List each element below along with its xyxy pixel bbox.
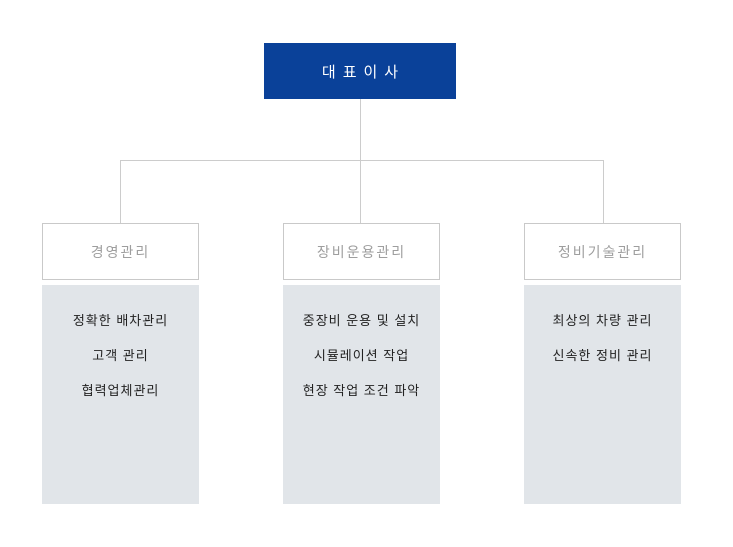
dept-panel-management: 정확한 배차관리 고객 관리 협력업체관리 [42, 285, 199, 504]
connector-horizontal [120, 160, 604, 161]
ceo-label: 대표이사 [321, 63, 406, 81]
dept-panel-equipment-operation: 중장비 운용 및 설치 시뮬레이션 작업 현장 작업 조건 파악 [283, 285, 440, 504]
connector-drop-right [603, 160, 604, 223]
dept-title: 경영관리 [90, 243, 151, 260]
dept-title: 정비기술관리 [557, 243, 648, 260]
dept-header-management: 경영관리 [42, 223, 199, 280]
dept-item: 시뮬레이션 작업 [313, 348, 410, 363]
dept-item: 협력업체관리 [81, 383, 160, 398]
dept-item: 중장비 운용 및 설치 [302, 313, 421, 328]
dept-header-maintenance-tech: 정비기술관리 [524, 223, 681, 280]
dept-item: 고객 관리 [92, 348, 149, 363]
dept-panel-maintenance-tech: 최상의 차량 관리 신속한 정비 관리 [524, 285, 681, 504]
dept-title: 장비운용관리 [316, 243, 407, 260]
connector-drop-center [360, 160, 361, 223]
connector-drop-left [120, 160, 121, 223]
connector-ceo-drop [360, 99, 361, 160]
dept-header-equipment-operation: 장비운용관리 [283, 223, 440, 280]
dept-item: 정확한 배차관리 [72, 313, 169, 328]
dept-item: 현장 작업 조건 파악 [302, 383, 421, 398]
dept-item: 최상의 차량 관리 [552, 313, 653, 328]
ceo-box: 대표이사 [264, 43, 456, 99]
dept-item: 신속한 정비 관리 [552, 348, 653, 363]
